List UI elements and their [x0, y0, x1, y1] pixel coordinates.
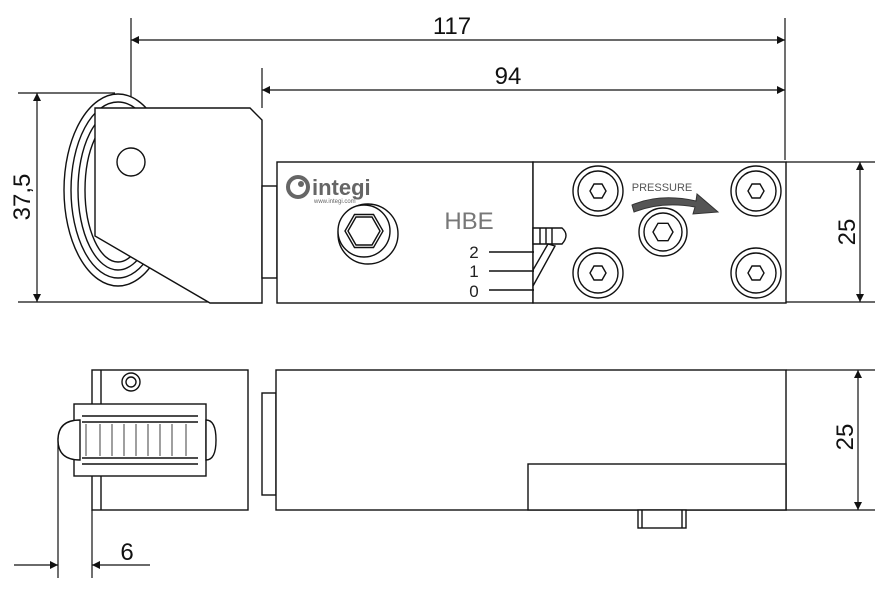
brand-logo: integi www.integi.com — [286, 175, 371, 205]
dimension-body-length-label: 94 — [495, 63, 522, 90]
dimension-roller-height — [18, 92, 210, 303]
level-label-2: 2 — [469, 243, 478, 262]
cap-screw-bottom-right — [730, 247, 782, 299]
level-label-1: 1 — [469, 262, 478, 281]
brand-website: www.integi.com — [313, 199, 356, 205]
level-marks — [489, 251, 534, 291]
level-label-0: 0 — [469, 282, 478, 301]
cap-screw-bottom-left — [572, 247, 624, 299]
dimension-body-height-side-label: 25 — [832, 424, 859, 451]
adjust-screw — [337, 203, 399, 265]
level-indicator — [532, 227, 567, 287]
dimension-overall-length-label: 117 — [433, 13, 471, 40]
pressure-arrow-icon — [631, 193, 720, 215]
pressure-adjust-screw — [638, 207, 688, 257]
side-bottom-stud — [637, 509, 687, 529]
model-name: HBE — [444, 208, 493, 235]
brand-logo-icon — [286, 175, 310, 199]
top-view — [63, 93, 787, 304]
side-view — [57, 369, 787, 529]
dimension-body-height-top — [786, 161, 875, 303]
dimension-roller-offset — [14, 438, 150, 578]
roller-axle-pin — [116, 147, 146, 177]
dimension-body-height-top-label: 25 — [834, 219, 861, 246]
hinge-block — [261, 185, 278, 279]
dimension-roller-height-label: 37,5 — [9, 174, 36, 221]
side-base-step — [527, 463, 787, 511]
side-roller-wheel — [57, 403, 217, 477]
pressure-label: PRESSURE — [632, 182, 693, 194]
cap-screw-top-left — [572, 165, 624, 217]
side-hinge — [261, 392, 277, 496]
brand-name: integi — [312, 175, 371, 200]
dimension-body-length — [261, 68, 785, 108]
dimension-body-height-side — [786, 369, 875, 511]
cap-screw-top-right — [730, 165, 782, 217]
dimension-roller-offset-label: 6 — [120, 539, 133, 566]
main-body — [276, 161, 534, 304]
